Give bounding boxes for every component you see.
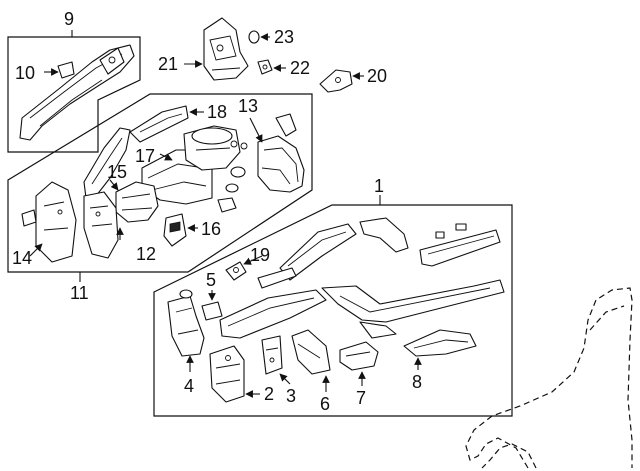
part-10-bracket[interactable] — [44, 61, 75, 79]
callout-1: 1 — [374, 176, 384, 196]
part-20-bracket[interactable] — [319, 69, 364, 93]
callout-11: 11 — [70, 283, 89, 303]
callout-17: 17 — [135, 146, 155, 166]
fender-outline — [465, 287, 633, 469]
part-22-clip[interactable] — [257, 59, 286, 75]
callout-20: 20 — [367, 66, 387, 86]
part-13-wheelhouse[interactable] — [249, 113, 305, 193]
part-2-panel[interactable] — [209, 345, 260, 403]
callout-12: 12 — [136, 244, 156, 264]
callout-2: 2 — [264, 384, 274, 404]
part-18-reinforcement[interactable] — [129, 105, 204, 143]
callout-5: 5 — [206, 270, 216, 290]
group-9-box — [7, 30, 141, 153]
part-21-bracket[interactable] — [184, 17, 249, 81]
callout-21: 21 — [158, 54, 178, 74]
callout-19: 19 — [250, 245, 270, 265]
callout-8: 8 — [412, 372, 422, 392]
part-5-bracket[interactable] — [201, 290, 223, 321]
callout-3: 3 — [286, 386, 296, 406]
strut-tower[interactable] — [183, 125, 248, 171]
callout-16: 16 — [201, 219, 221, 239]
callout-14: 14 — [12, 248, 32, 268]
part-14-apron-front[interactable] — [21, 181, 77, 263]
group-1-box — [153, 195, 513, 417]
part-9-rail-assembly[interactable] — [19, 44, 135, 141]
part-1-frame-rail[interactable] — [219, 217, 505, 339]
part-4-support[interactable] — [167, 289, 205, 372]
part-3-bracket[interactable] — [261, 335, 291, 385]
callout-13: 13 — [238, 96, 258, 116]
callout-22: 22 — [290, 58, 310, 78]
callout-15: 15 — [107, 162, 127, 182]
part-7-bracket[interactable] — [339, 341, 379, 386]
part-15-bracket[interactable] — [109, 179, 159, 223]
callout-6: 6 — [320, 394, 330, 414]
group-11-box — [7, 93, 313, 282]
part-8-extension[interactable] — [403, 329, 477, 370]
callout-4: 4 — [184, 376, 194, 396]
callout-7: 7 — [356, 388, 366, 408]
part-19-bracket[interactable] — [225, 255, 263, 281]
small-parts-11[interactable] — [217, 166, 246, 213]
callout-9: 9 — [64, 9, 74, 29]
part-23-plug[interactable] — [248, 30, 270, 44]
callout-18: 18 — [207, 102, 227, 122]
callout-23: 23 — [274, 27, 294, 47]
part-12-support[interactable] — [83, 191, 124, 259]
part-16-bracket[interactable] — [163, 213, 198, 247]
part-6-reinforcement[interactable] — [291, 329, 331, 392]
callout-10: 10 — [15, 63, 35, 83]
